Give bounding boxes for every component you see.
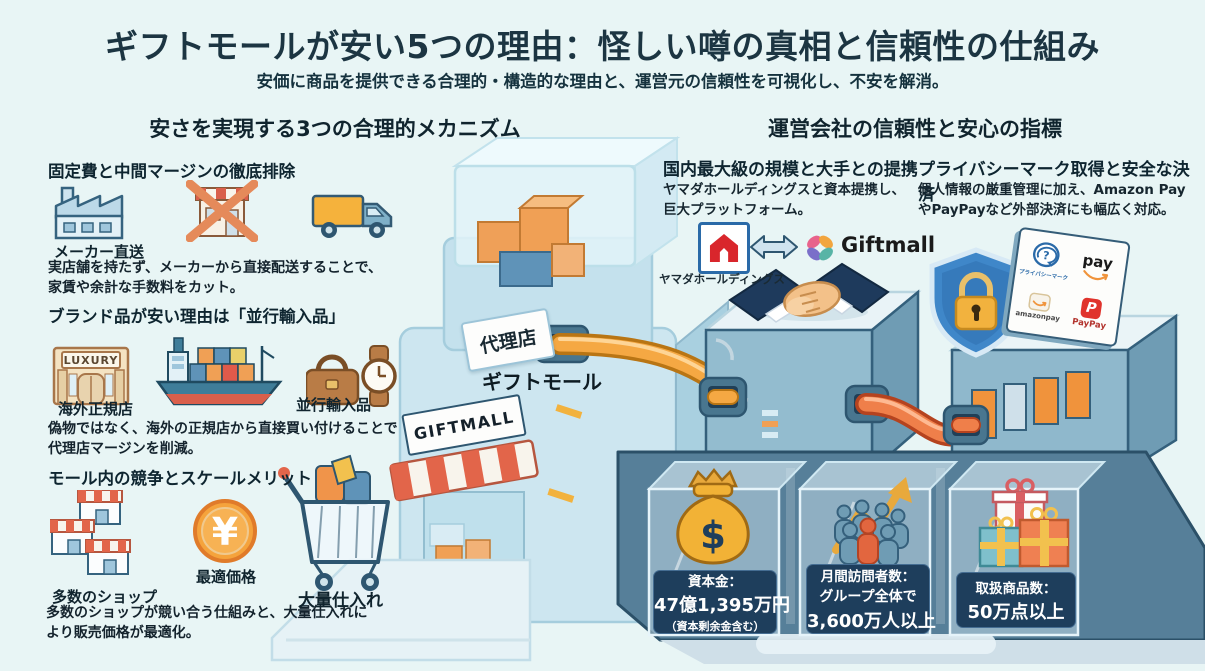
handshake-icon: [728, 262, 890, 323]
giftmall-logo-icon: [807, 235, 833, 261]
stat-products-title: 取扱商品数：: [975, 580, 1057, 597]
loading-ramp: [270, 558, 532, 662]
stat-products-plate: 取扱商品数： 50万点以上: [956, 572, 1076, 628]
visitors-growth-icon: [832, 477, 912, 567]
block2-label-right: 並行輸入品: [296, 396, 372, 414]
block3-label-left: 多数のショップ: [52, 588, 158, 606]
giftmall-building-label: ギフトモール: [482, 370, 602, 394]
stat-capital-note: （資本剰余金含む）: [665, 620, 765, 633]
storefront-awning: [389, 439, 539, 502]
yen-symbol: ¥: [212, 510, 238, 554]
block2-heading: ブランド品が安い理由は「並行輸入品」: [48, 307, 345, 326]
giftmall-brand-label: Giftmall: [841, 233, 936, 257]
handbag-watch-icon: [306, 345, 397, 407]
yamada-label: ヤマダホールディングス: [659, 272, 785, 286]
page-title: ギフトモールが安い5つの理由：怪しい噂の真相と信頼性の仕組み: [105, 27, 1100, 66]
stat-visitors-line1: グループ全体で: [819, 589, 917, 605]
money-bag-icon: $: [676, 467, 750, 565]
svg-text:?: ?: [1042, 249, 1050, 263]
paypay-label: PayPay: [1071, 316, 1107, 332]
yamada-red-mark: [709, 233, 739, 263]
amazon-pay-icon: pay: [1080, 250, 1114, 282]
double-arrow-icon: [750, 235, 798, 259]
right-section-header: 運営会社の信頼性と安心の指標: [768, 117, 1062, 141]
stat-capital-title: 資本金：: [688, 574, 742, 590]
dollar-symbol: $: [700, 514, 726, 557]
luxury-sign-text: LUXURY: [64, 354, 119, 367]
amazonpay-icon: amazonpay: [1015, 290, 1063, 323]
yen-coin-icon: ¥: [193, 499, 257, 563]
paypay-badge: P: [1079, 297, 1103, 320]
yamada-logo-icon: [698, 222, 750, 274]
page-subtitle: 安価に商品を提供できる合理的・構造的な理由と、運営元の信頼性を可視化し、不安を解…: [256, 72, 949, 91]
luxury-store-icon: LUXURY: [52, 346, 130, 406]
stat-visitors-title: 月間訪問者数：: [820, 569, 916, 585]
stat-products-value: 50万点以上: [967, 601, 1065, 623]
block1-icon-row: [52, 180, 397, 242]
shopping-cart-icon: [278, 454, 390, 591]
block1-icon-label: メーカー直送: [54, 243, 145, 261]
payment-card: ? プライバシーマーク pay amazonpay P PayPay: [1005, 226, 1131, 348]
block2-icon-row: LUXURY: [50, 330, 398, 408]
factory-icon: [54, 186, 124, 240]
block3-body: 多数のショップが競い合う仕組みと、大量仕入れにより販売価格が最適化。: [46, 605, 368, 641]
paypay-icon: P PayPay: [1071, 296, 1109, 332]
stat-visitors-plate: 月間訪問者数： グループ全体で 3,600万人以上: [806, 564, 936, 634]
left-section-header: 安さを実現する3つの合理的メカニズム: [149, 117, 521, 141]
block3-heading: モール内の競争とスケールメリット: [48, 469, 312, 488]
partnership-building: [698, 289, 922, 473]
trust-block1-body: ヤマダホールディングスと資本提携し、巨大プラットフォーム。: [663, 182, 906, 218]
delivery-truck-icon: [311, 194, 393, 238]
bulk-purchase-label: 大量仕入れ: [298, 591, 383, 611]
block2-label-left: 海外正規店: [58, 400, 134, 418]
block1-heading: 固定費と中間マージンの徹底排除: [48, 162, 296, 181]
gift-boxes-icon: [978, 478, 1070, 568]
block2-body: 偽物ではなく、海外の正規店から直接買い付けることで代理店マージンを削減。: [48, 421, 398, 457]
trust-block2-heading: プライバシーマーク取得と安全な決済: [918, 160, 1190, 205]
trust-block2-body: 個人情報の厳重管理に加え、Amazon PayやPayPayなど外部決済にも幅広…: [918, 182, 1186, 218]
packages-icon: [477, 195, 585, 287]
block1-body: 実店舗を持たず、メーカーから直接配送することで、家賃や余計な手数料をカット。: [48, 260, 383, 296]
trust-block1-heading: 国内最大級の規模と大手との提携: [663, 160, 918, 180]
amazonpay-label: amazonpay: [1014, 308, 1061, 324]
stat-capital-value: 47億1,395万円: [654, 595, 790, 616]
cargo-ship-icon: [155, 337, 283, 406]
no-physical-store-icon: [185, 180, 258, 242]
privacy-mark-icon: ? プライバシーマーク: [1018, 238, 1072, 282]
block3-label-right: 最適価格: [195, 568, 256, 586]
stat-capital-plate: 資本金： 47億1,395万円 （資本剰余金含む）: [653, 570, 790, 634]
shops-cluster-icon: [50, 490, 131, 575]
stat-visitors-line2: 3,600万人以上: [807, 611, 936, 632]
